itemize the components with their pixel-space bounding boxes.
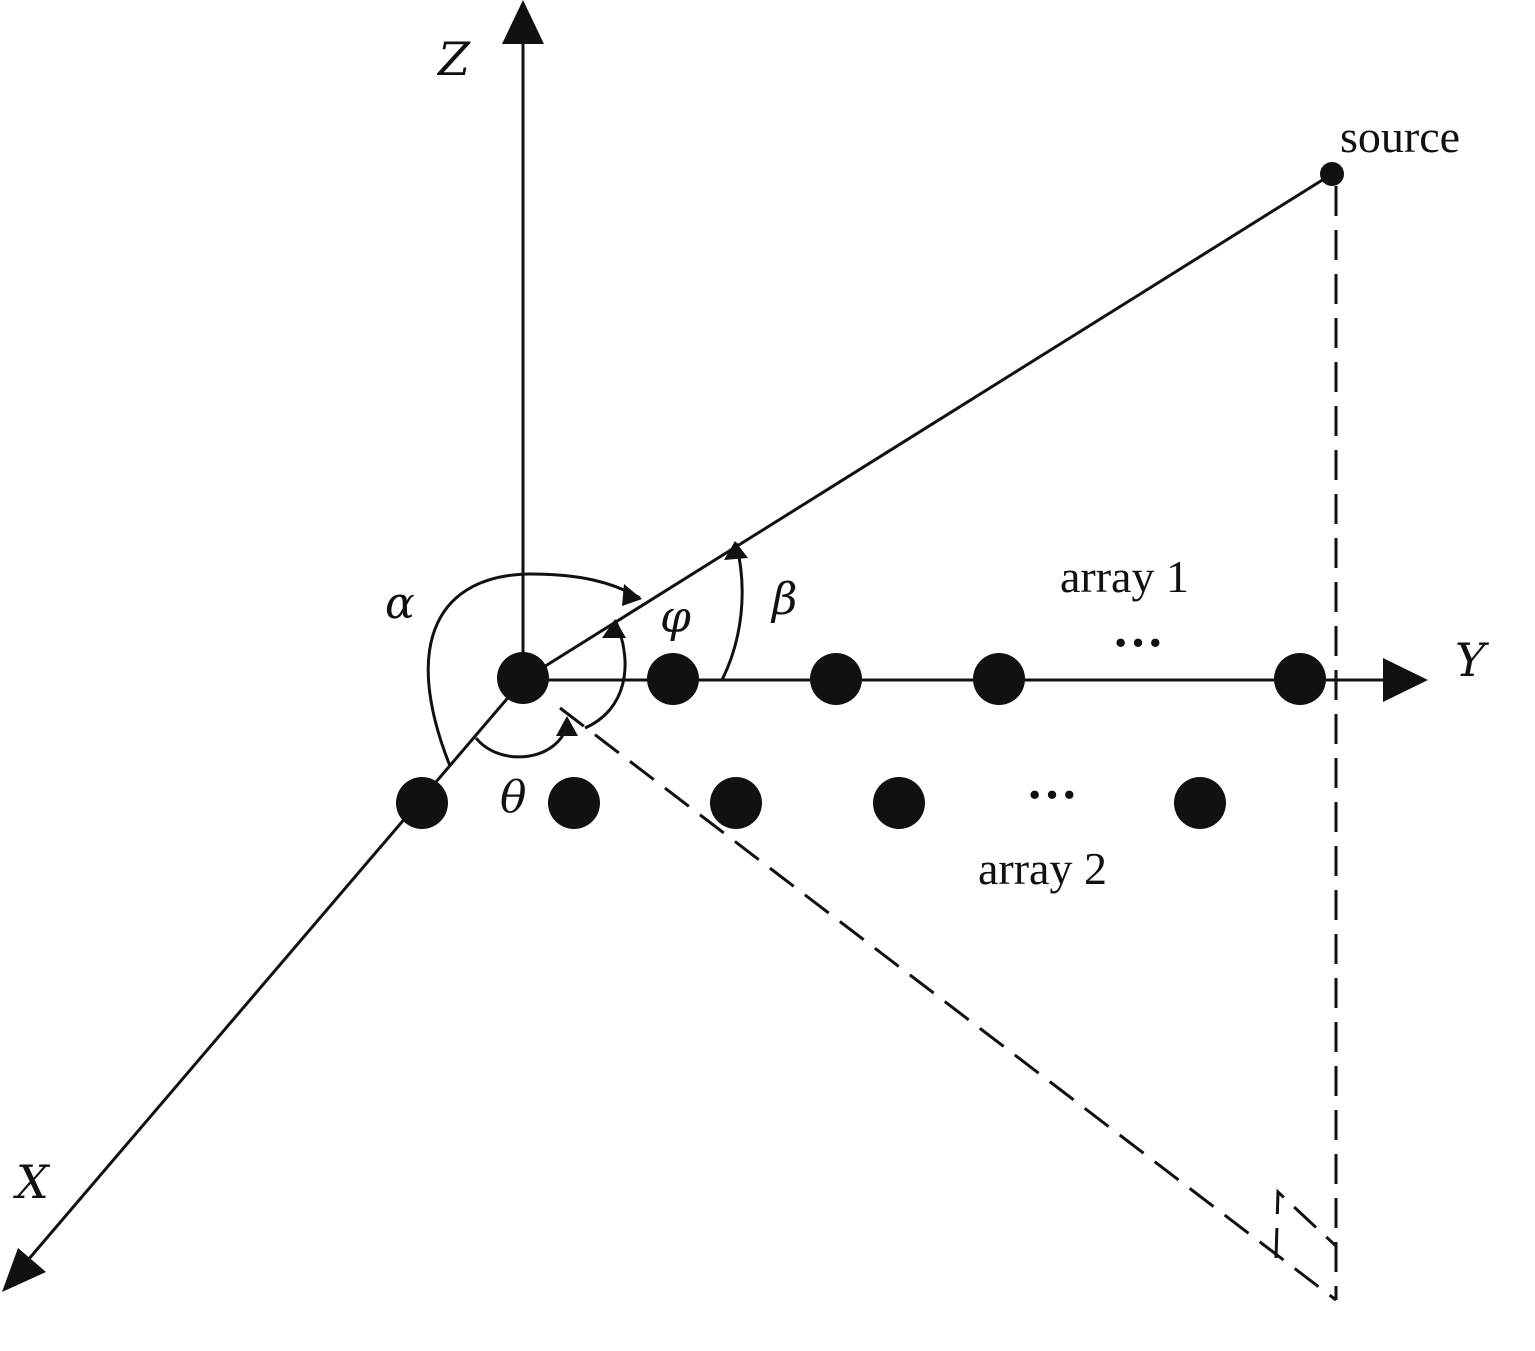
alpha-label: α: [385, 578, 415, 629]
alpha-arrowhead: [622, 584, 642, 606]
z-axis-arrowhead: [502, 0, 544, 44]
phi-label: φ: [660, 592, 691, 643]
array1-sensor-origin: [497, 652, 549, 704]
array1-sensor: [973, 653, 1025, 705]
array2-sensor: [873, 777, 925, 829]
theta-arc: [474, 721, 570, 759]
theta-label: θ: [500, 772, 527, 823]
alpha-arc: [426, 572, 641, 767]
y-axis-arrowhead: [1383, 658, 1428, 702]
array2-label: array 2: [978, 843, 1107, 894]
array1-sensor: [1274, 653, 1326, 705]
array2-sensor-x-axis: [396, 777, 448, 829]
array1-ellipsis: ···: [1112, 615, 1164, 672]
array2-ellipsis: ···: [1026, 767, 1078, 824]
array1-label: array 1: [1060, 551, 1189, 602]
x-axis-line: [26, 679, 525, 1261]
source-point: [1320, 162, 1344, 186]
y-axis-label: Y: [1455, 633, 1490, 687]
x-axis-arrowhead: [2, 1248, 46, 1292]
array1-sensor: [810, 653, 862, 705]
x-axis-label: X: [13, 1155, 51, 1209]
array2-sensor: [1174, 777, 1226, 829]
right-angle-marker: [1274, 1188, 1338, 1259]
z-axis-label: Z: [436, 32, 471, 86]
array2-sensor: [548, 777, 600, 829]
beta-label: β: [770, 574, 797, 625]
beta-arrowhead: [724, 541, 748, 560]
array1-sensor: [647, 653, 699, 705]
beta-arc: [720, 542, 744, 681]
source-label: source: [1340, 111, 1460, 162]
ground-projection-line: [559, 706, 1337, 1302]
phi-arrowhead: [602, 619, 626, 638]
array2-sensor: [710, 777, 762, 829]
source-ray: [522, 172, 1333, 682]
theta-arrowhead: [556, 716, 578, 736]
